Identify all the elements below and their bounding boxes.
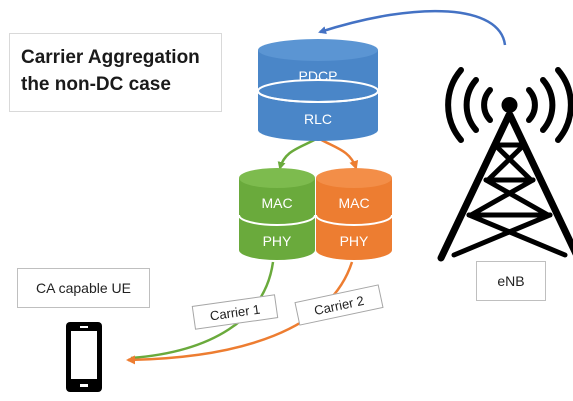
enb-label-box: eNB (476, 261, 546, 301)
cell-tower-icon (437, 67, 573, 262)
ue-label: CA capable UE (36, 280, 131, 296)
mac-phy-stack-orange: MAC PHY (315, 168, 393, 260)
title-line-1: Carrier Aggregation (21, 47, 200, 68)
mac-right-label: MAC (338, 195, 369, 211)
rlc-to-mac-left-arrow (277, 136, 319, 170)
carrier1-line (130, 261, 275, 360)
carrier2-line (126, 261, 354, 365)
rlc-to-mac-right-arrow (317, 136, 359, 170)
carrier1-label: Carrier 1 (208, 301, 262, 323)
mac-phy-stack-green: MAC PHY (238, 168, 316, 260)
title-line-2: the non-DC case (21, 74, 171, 95)
pdcp-rlc-stack: PDCP RLC (257, 39, 379, 141)
pdcp-label: PDCP (299, 68, 338, 84)
ue-label-box: CA capable UE (17, 268, 150, 308)
phy-left-label: PHY (263, 233, 292, 249)
mac-left-label: MAC (261, 195, 292, 211)
smartphone-icon (66, 322, 102, 392)
phy-right-label: PHY (340, 233, 369, 249)
enb-label: eNB (497, 273, 525, 289)
title-box: Carrier Aggregation the non-DC case (9, 33, 222, 112)
rlc-label: RLC (304, 111, 332, 127)
enb-to-pdcp-arrow (318, 9, 507, 46)
